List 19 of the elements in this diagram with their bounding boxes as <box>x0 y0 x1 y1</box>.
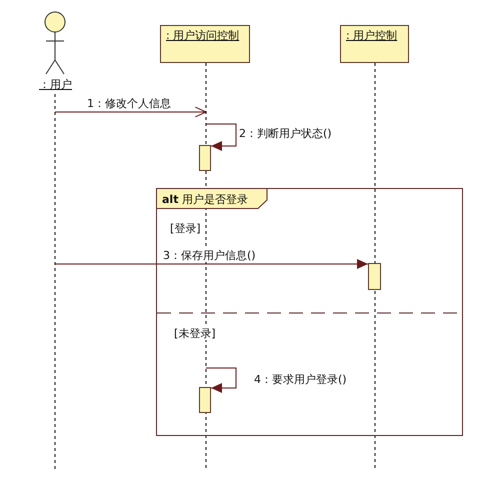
message-arrow <box>54 106 206 118</box>
message-label: 2：判断用户状态() <box>238 127 333 140</box>
lifeline-head <box>340 25 409 63</box>
activation-bar <box>199 145 211 171</box>
message-label: 3：保存用户信息() <box>162 249 257 262</box>
actor-name: ：用户 <box>38 78 73 91</box>
lifeline-head <box>160 25 250 63</box>
message-arrow <box>54 259 368 269</box>
fragment-title: alt 用户是否登录 <box>161 193 249 206</box>
guard-condition: [未登录] <box>173 327 217 340</box>
message-arrow <box>206 368 236 393</box>
message-label: 1：修改个人信息 <box>86 97 172 110</box>
lifeline-name: : 用户访问控制 <box>165 29 240 42</box>
activation-bar <box>199 387 211 413</box>
message-arrow <box>206 124 236 151</box>
lifeline-name: : 用户控制 <box>345 29 398 42</box>
message-label: 4：要求用户登录() <box>253 373 348 386</box>
activation-bar <box>368 263 381 290</box>
guard-condition: [登录] <box>169 222 202 235</box>
